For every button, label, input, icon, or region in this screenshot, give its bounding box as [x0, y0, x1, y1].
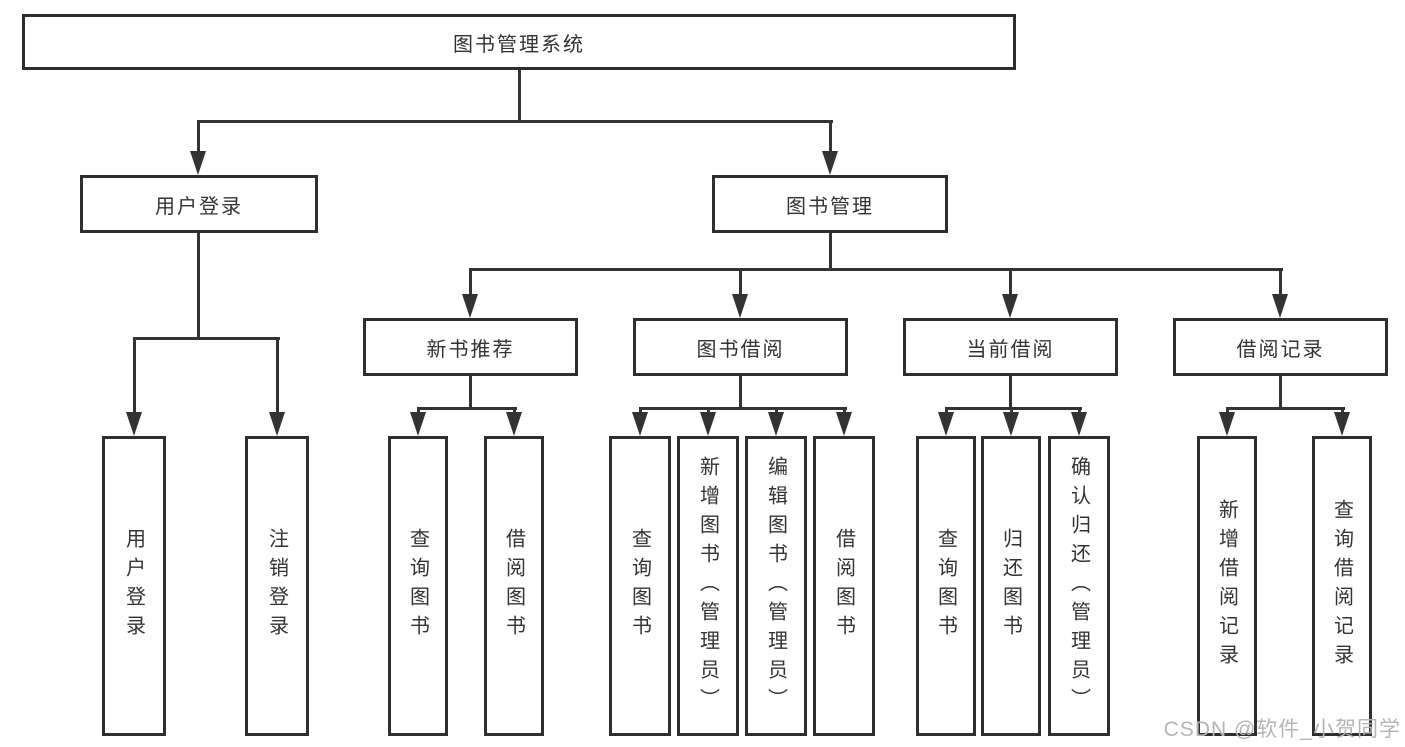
- connector-line: [639, 407, 847, 410]
- connector-line: [1009, 374, 1012, 410]
- arrowhead-down-icon: [938, 412, 954, 436]
- connector-line: [945, 407, 1082, 410]
- node-leaf-edit-book-admin: 编辑图书（管理员）: [745, 436, 807, 736]
- node-leaf-confirm-return: 确认归还（管理员）: [1048, 436, 1110, 736]
- connector-line: [469, 270, 472, 298]
- arrowhead-down-icon: [506, 412, 522, 436]
- csdn-watermark: CSDN @软件_小贺同学: [1163, 718, 1401, 741]
- arrowhead-down-icon: [269, 412, 285, 436]
- arrowhead-down-icon: [1003, 412, 1019, 436]
- connector-line: [197, 122, 200, 156]
- node-user-login-branch: 用户登录: [80, 175, 318, 233]
- connector-line: [197, 120, 833, 123]
- arrowhead-down-icon: [1272, 294, 1288, 318]
- connector-line: [417, 407, 517, 410]
- arrowhead-down-icon: [126, 412, 142, 436]
- connector-line: [739, 270, 742, 298]
- node-leaf-user-login: 用户登录: [102, 436, 166, 736]
- connector-line: [133, 337, 280, 340]
- node-leaf-query-borrow-record: 查询借阅记录: [1312, 436, 1372, 736]
- connector-line: [469, 268, 1283, 271]
- connector-line: [518, 68, 521, 123]
- node-leaf-borrow-books-bor: 借阅图书: [813, 436, 875, 736]
- arrowhead-down-icon: [410, 412, 426, 436]
- arrowhead-down-icon: [1334, 412, 1350, 436]
- node-borrowing-records: 借阅记录: [1173, 318, 1388, 376]
- node-leaf-add-borrow-record: 新增借阅记录: [1197, 436, 1257, 736]
- arrowhead-down-icon: [462, 294, 478, 318]
- connector-line: [1009, 270, 1012, 298]
- connector-line: [1279, 270, 1282, 298]
- connector-line: [829, 231, 832, 270]
- arrowhead-down-icon: [700, 412, 716, 436]
- connector-line: [469, 374, 472, 410]
- arrowhead-down-icon: [822, 151, 838, 175]
- arrowhead-down-icon: [1219, 412, 1235, 436]
- arrowhead-down-icon: [1071, 412, 1087, 436]
- node-book-management-branch: 图书管理: [712, 175, 948, 233]
- node-leaf-query-books-cur: 查询图书: [916, 436, 976, 736]
- node-new-book-recommend: 新书推荐: [363, 318, 578, 376]
- connector-line: [1226, 407, 1345, 410]
- arrowhead-down-icon: [768, 412, 784, 436]
- connector-line: [133, 339, 136, 417]
- node-book-borrowing: 图书借阅: [633, 318, 848, 376]
- node-leaf-return-book: 归还图书: [981, 436, 1041, 736]
- node-leaf-borrow-books-rec: 借阅图书: [484, 436, 544, 736]
- node-leaf-logout: 注销登录: [245, 436, 309, 736]
- node-leaf-query-books-rec: 查询图书: [388, 436, 448, 736]
- arrowhead-down-icon: [1002, 294, 1018, 318]
- node-leaf-add-book-admin: 新增图书（管理员）: [677, 436, 739, 736]
- arrowhead-down-icon: [632, 412, 648, 436]
- arrowhead-down-icon: [190, 151, 206, 175]
- connector-line: [829, 122, 832, 156]
- arrowhead-down-icon: [836, 412, 852, 436]
- node-current-borrowing: 当前借阅: [903, 318, 1118, 376]
- connector-line: [1279, 374, 1282, 410]
- connector-line: [739, 374, 742, 410]
- connector-line: [276, 339, 279, 417]
- arrowhead-down-icon: [732, 294, 748, 318]
- connector-line: [197, 231, 200, 339]
- node-root-system: 图书管理系统: [22, 14, 1016, 70]
- node-leaf-query-books-bor: 查询图书: [609, 436, 671, 736]
